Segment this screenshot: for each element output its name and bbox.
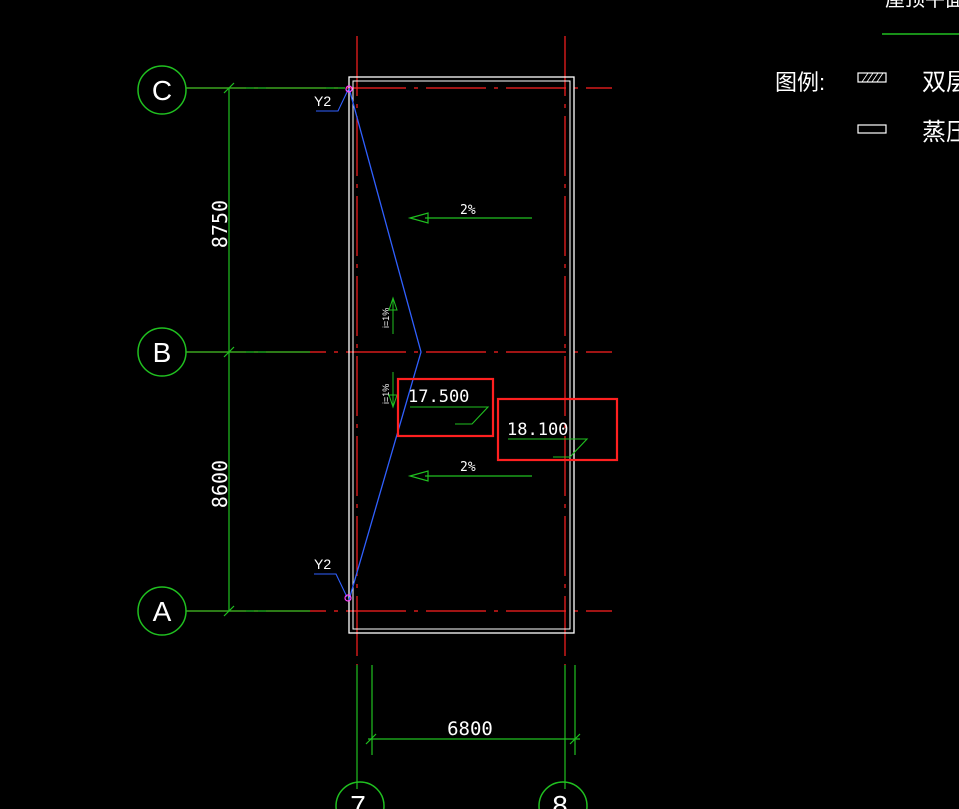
slope-arrowhead-icon [407,212,429,224]
vertical-dimension [223,82,235,617]
axis-bubble-B: B [137,327,187,377]
row-bubble-leaders [186,87,345,612]
legend-swatch-plain [857,124,887,134]
legend-item-2: 蒸压 [922,119,959,146]
legend-item-1: 双层 [922,69,959,96]
svg-text:i=1%: i=1% [381,384,391,404]
svg-text:i=1%: i=1% [381,308,391,328]
svg-text:8: 8 [552,790,568,809]
axis-bubble-C: C [137,65,187,115]
drain-bottom-icon [344,594,352,602]
drain-top-icon [345,85,353,93]
column-leaders [356,665,581,789]
svg-text:7: 7 [350,790,366,809]
ridge-slope-down: i=1% [381,372,398,409]
highlight-box [396,377,495,438]
svg-text:Y2: Y2 [314,556,331,572]
dimension-7-to-8: 6800 [447,718,493,740]
svg-text:C: C [152,75,172,106]
highlight-box [496,397,619,462]
drain-top: Y2 [314,85,353,112]
svg-text:17.500: 17.500 [408,387,469,407]
drawing-title: 屋顶平面 [885,0,959,11]
svg-text:2%: 2% [460,460,476,475]
svg-text:2%: 2% [460,203,476,218]
elevation-mark-17500: 17.500 [396,377,495,438]
legend-swatch-hatched [857,72,887,83]
slope-arrowhead-icon [407,470,429,482]
slope-arrow-lower: 2% [407,460,532,482]
axis-bubble-8: 8 [538,781,588,809]
valley-line [348,87,422,601]
dimension-b-to-a: 8600 [208,460,232,508]
roof-outline-outer [348,76,575,634]
legend-label: 图例: [775,70,825,95]
svg-text:Y2: Y2 [314,93,331,109]
dimension-c-to-b: 8750 [208,200,232,248]
svg-text:A: A [153,596,172,627]
legend: 图例: 双层 蒸压 [775,69,959,146]
roof-outline-inner [352,80,571,630]
axis-bubble-7: 7 [335,781,385,809]
elevation-mark-18100: 18.100 [496,397,619,462]
drain-bottom: Y2 [314,556,352,602]
slope-arrow-upper: 2% [407,203,532,224]
axis-bubble-A: A [137,586,187,636]
svg-text:18.100: 18.100 [507,420,568,440]
ridge-slope-up: i=1% [381,296,398,334]
svg-text:B: B [153,337,172,368]
axis-lines [186,36,612,665]
